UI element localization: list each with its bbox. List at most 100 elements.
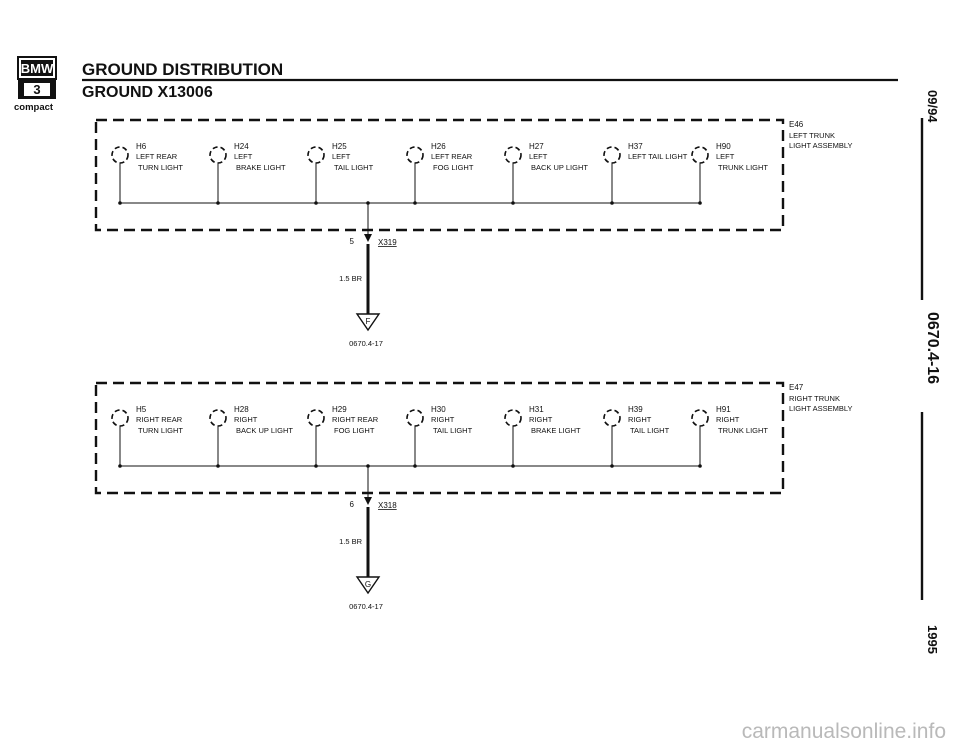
- lamp-icon: [603, 146, 621, 164]
- component-label: RIGHT: [431, 415, 455, 424]
- watermark: carmanualsonline.info: [742, 720, 946, 743]
- module-label: LEFT TRUNK: [789, 131, 835, 140]
- component-label: LEFT REAR: [431, 152, 473, 161]
- component-label: RIGHT: [628, 415, 652, 424]
- lamp-icon: [504, 409, 522, 427]
- component-label: LEFT: [716, 152, 735, 161]
- logo-series: 3: [33, 82, 40, 97]
- component-label: LEFT TAIL LIGHT: [628, 152, 688, 161]
- lamp-icon: [406, 146, 424, 164]
- connector-name: X318: [378, 501, 397, 510]
- component-code: H6: [136, 142, 147, 151]
- component-label: RIGHT: [234, 415, 258, 424]
- connector-icon: [364, 497, 372, 505]
- lamp-icon: [406, 409, 424, 427]
- component-label: TAIL LIGHT: [630, 426, 670, 435]
- splice-dot: [366, 464, 370, 468]
- component-label: FOG LIGHT: [334, 426, 375, 435]
- connector-icon: [364, 234, 372, 242]
- component-label: BACK UP LIGHT: [236, 426, 293, 435]
- ground-ref: 0670.4-17: [349, 339, 383, 348]
- component-label: RIGHT: [529, 415, 553, 424]
- component-code: H26: [431, 142, 446, 151]
- lamp-icon: [603, 409, 621, 427]
- lamp-icon: [307, 146, 325, 164]
- ground-icon: [355, 576, 381, 595]
- component-code: H29: [332, 405, 347, 414]
- component-code: H30: [431, 405, 446, 414]
- logo-brand: BMW: [21, 61, 54, 76]
- component-code: H25: [332, 142, 347, 151]
- ground-ref: 0670.4-17: [349, 602, 383, 611]
- page-subtitle: GROUND X13006: [82, 84, 213, 101]
- component-label: LEFT REAR: [136, 152, 178, 161]
- component-label: RIGHT: [716, 415, 740, 424]
- ground-letter: F: [366, 317, 371, 326]
- component-code: H90: [716, 142, 731, 151]
- side-margin: 09/94 0670.4-16 1995: [920, 90, 941, 654]
- module-label: LIGHT ASSEMBLY: [789, 404, 853, 413]
- lamp-icon: [307, 409, 325, 427]
- lamp-icon: [691, 146, 709, 164]
- lamp-icon: [111, 409, 129, 427]
- connector-pin: 5: [350, 237, 355, 246]
- module-boundary: [94, 118, 785, 232]
- component-label: FOG LIGHT: [433, 163, 474, 172]
- component-label: TRUNK LIGHT: [718, 426, 768, 435]
- component-code: H24: [234, 142, 249, 151]
- component-label: RIGHT REAR: [136, 415, 183, 424]
- component-label: TURN LIGHT: [138, 163, 183, 172]
- lamp-icon: [504, 146, 522, 164]
- lamp-icon: [209, 409, 227, 427]
- ground-icon: [355, 313, 381, 332]
- module-code: E47: [789, 383, 804, 392]
- bmw-logo: BMW 3 compact: [14, 56, 57, 113]
- component-code: H27: [529, 142, 544, 151]
- module-label: LIGHT ASSEMBLY: [789, 141, 853, 150]
- component-code: H31: [529, 405, 544, 414]
- component-label: LEFT: [234, 152, 253, 161]
- splice-dot: [366, 201, 370, 205]
- lamp-icon: [209, 146, 227, 164]
- connector-pin: 6: [350, 500, 355, 509]
- lamp-icon: [111, 146, 129, 164]
- module-boundary: [94, 381, 785, 495]
- wire-spec: 1.5 BR: [339, 274, 363, 283]
- side-date: 09/94: [925, 90, 940, 123]
- component-code: H37: [628, 142, 643, 151]
- component-label: TAIL LIGHT: [334, 163, 374, 172]
- component-label: TURN LIGHT: [138, 426, 183, 435]
- component-code: H5: [136, 405, 147, 414]
- component-label: BACK UP LIGHT: [531, 163, 588, 172]
- module-code: E46: [789, 120, 804, 129]
- component-label: LEFT: [529, 152, 548, 161]
- component-label: BRAKE LIGHT: [236, 163, 286, 172]
- component-label: LEFT: [332, 152, 351, 161]
- component-label: BRAKE LIGHT: [531, 426, 581, 435]
- component-label: RIGHT REAR: [332, 415, 379, 424]
- wire-spec: 1.5 BR: [339, 537, 363, 546]
- logo-sub: compact: [14, 102, 54, 113]
- component-code: H91: [716, 405, 731, 414]
- side-year: 1995: [925, 625, 940, 654]
- component-label: TRUNK LIGHT: [718, 163, 768, 172]
